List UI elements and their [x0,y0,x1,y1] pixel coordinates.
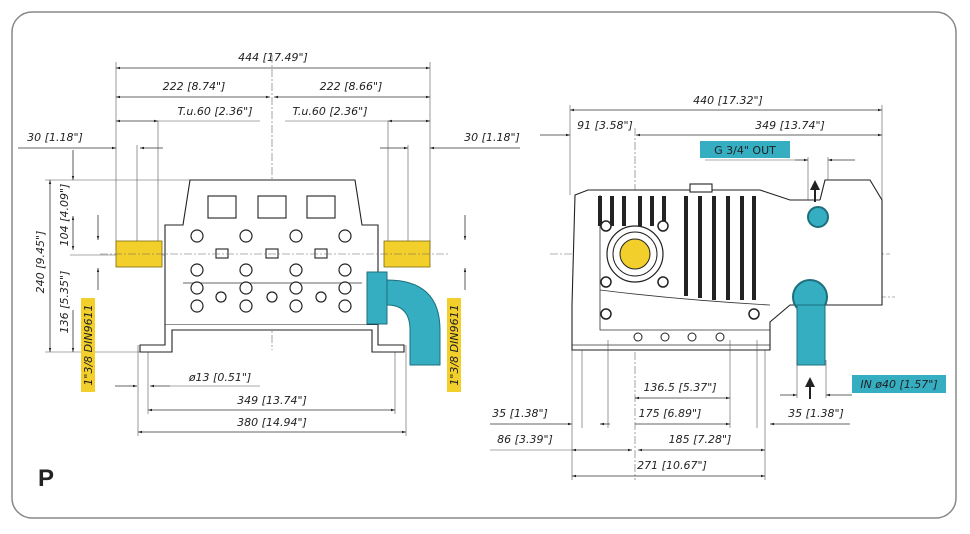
dim-shaft-to-rear: 185 [7.28"] [669,433,732,446]
front-view: 444 [17.49"] 222 [8.74"] 222 [8.66"] T.u… [18,51,520,436]
dim-total-height: 240 [9.45"] [34,231,47,294]
dim-mount-outer: 380 [14.94"] [237,416,307,429]
inlet-label: IN ø40 [1.57"] [860,378,937,391]
dim-shaft-to-foot: 86 [3.39"] [497,433,553,446]
port-left-label: 1"3/8 DIN9611 [82,304,95,385]
outlet-label: G 3/4" OUT [714,144,776,157]
dim-shaft-left: T.u.60 [2.36"] [177,105,252,118]
inlet-hose [796,304,826,366]
dim-mount-inner: 349 [13.74"] [237,394,307,407]
port-right-label: 1"3/8 DIN9611 [448,304,461,385]
dim-foot-span: 175 [6.89"] [639,407,702,420]
cooling-fins [598,196,756,300]
dim-holes-span: 136.5 [5.37"] [643,381,716,394]
bolt-heads [190,229,352,313]
drawing-frame [11,11,957,519]
inlet-elbow [366,271,441,366]
inlet-label-box [852,375,946,393]
outlet-label-box [700,141,790,158]
dim-overall-length: 440 [17.32"] [693,94,763,107]
side-view: 440 [17.32"] 91 [3.58"] 349 [13.74"] G 3… [490,94,946,480]
dim-lower-height: 136 [5.35"] [58,271,71,334]
port-left-highlight [81,298,95,392]
dim-hole-dia: ø13 [0.51"] [188,371,251,384]
dim-base-length: 271 [10.67"] [637,459,707,472]
dim-foot-left: 35 [1.38"] [492,407,548,420]
outlet-port [807,206,829,228]
dim-half-left: 222 [8.74"] [163,80,226,93]
dim-inlet-offset: 35 [1.38"] [788,407,844,420]
valve-caps [207,195,336,219]
dim-to-end: 349 [13.74"] [755,119,825,132]
dim-key-right: 30 [1.18"] [464,131,520,144]
shaft-end [619,238,651,270]
dim-shaft-offset: 91 [3.58"] [577,119,633,132]
dim-upper-height: 104 [4.09"] [58,184,71,247]
dim-key-left: 30 [1.18"] [27,131,83,144]
dim-half-right: 222 [8.66"] [320,80,383,93]
dim-overall-width: 444 [17.49"] [238,51,308,64]
view-label: P [38,465,54,492]
dim-shaft-right: T.u.60 [2.36"] [292,105,367,118]
port-right-highlight [447,298,461,392]
